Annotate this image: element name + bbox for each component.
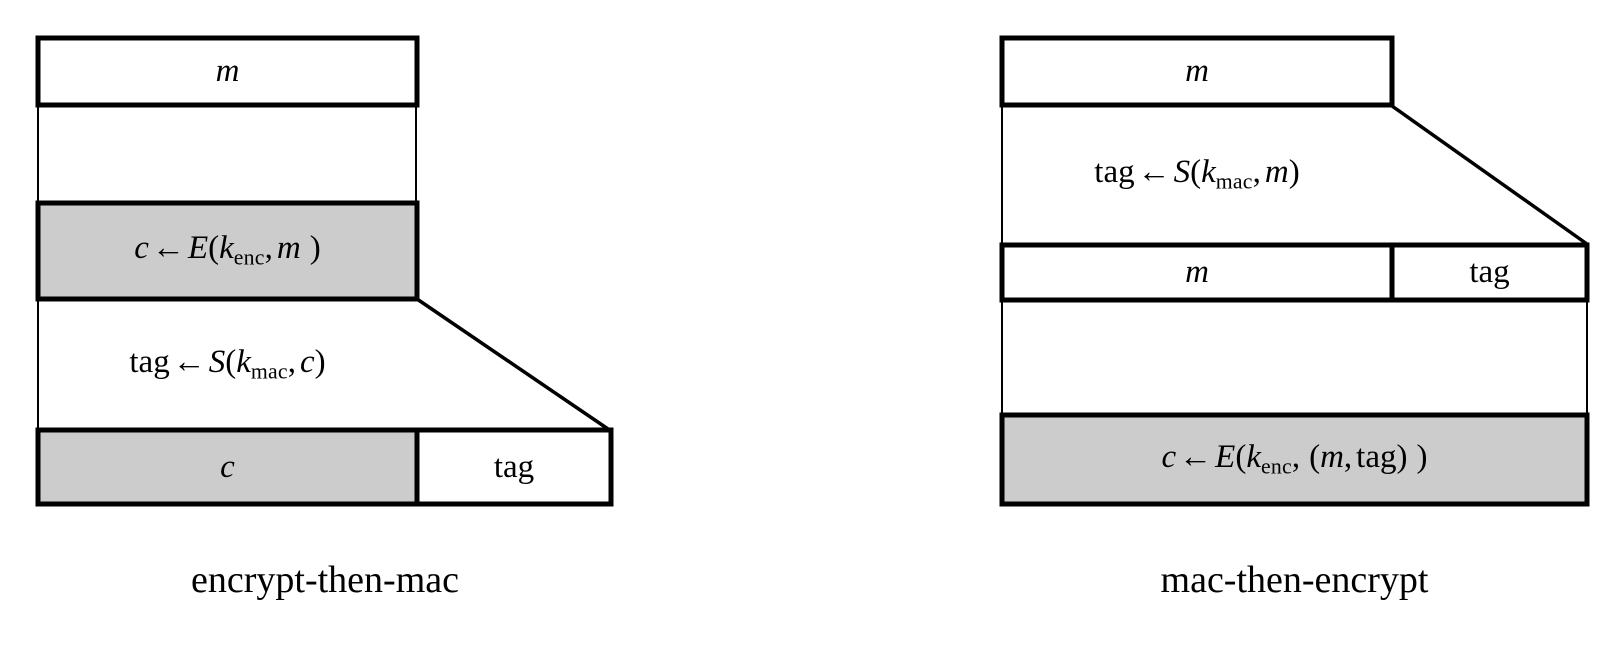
etm-diagonal xyxy=(416,297,612,433)
etm-ciphertext-cell-box xyxy=(35,427,420,507)
etm-tag-cell-box xyxy=(414,427,614,507)
mte-diagonal xyxy=(1390,104,1589,246)
caption-encrypt-then-mac: encrypt-then-mac xyxy=(191,559,459,601)
mte-encrypt-box xyxy=(999,412,1590,507)
caption-mac-then-encrypt: mac-then-encrypt xyxy=(1160,559,1429,601)
etm-encrypt-box xyxy=(35,200,420,302)
mte-message-cell-box xyxy=(999,242,1395,303)
mte-plaintext-box xyxy=(999,35,1395,108)
mte-tag-cell-box xyxy=(1389,242,1590,303)
etm-plaintext-box xyxy=(35,35,420,108)
